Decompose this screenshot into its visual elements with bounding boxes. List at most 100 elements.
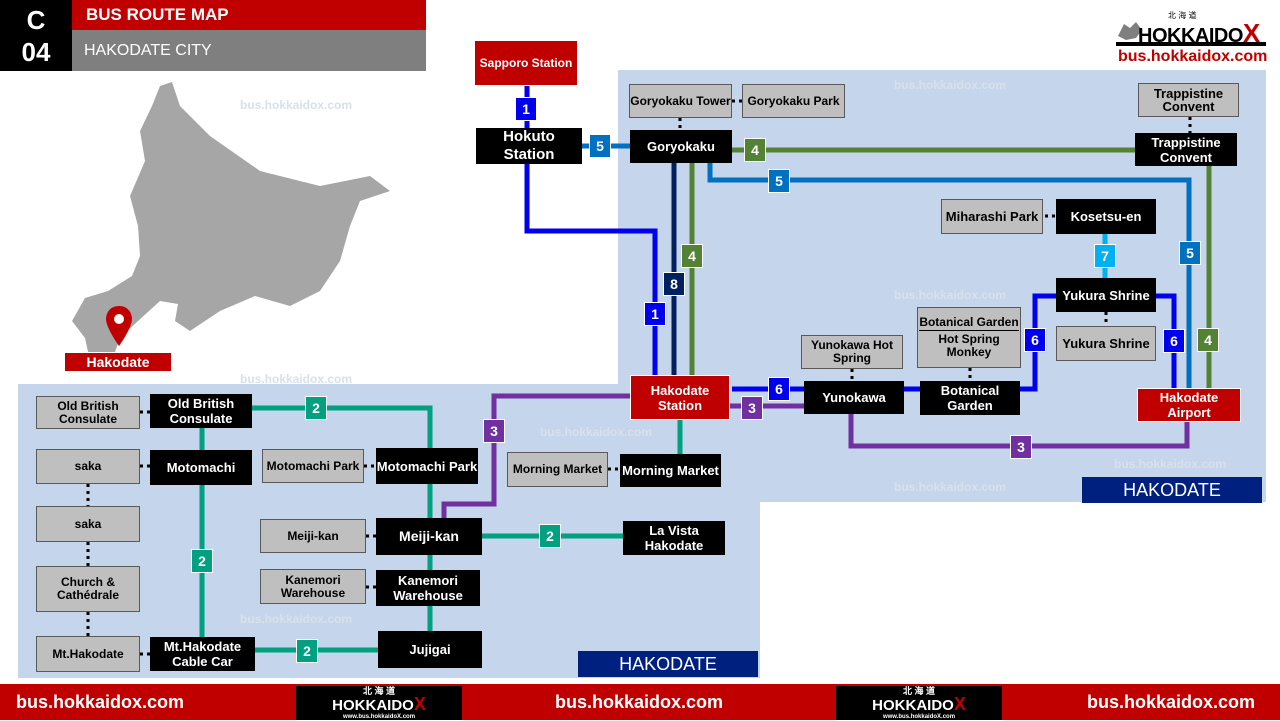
poi-saka[interactable]: saka: [36, 506, 140, 542]
footer-url-right[interactable]: bus.hokkaidox.com: [1087, 692, 1256, 712]
inset-marker-label: Hakodate: [64, 352, 172, 372]
brand-logo[interactable]: 北 海 道 HOKKAIDOX: [1116, 10, 1268, 48]
route-badge-4[interactable]: 4: [1197, 328, 1219, 352]
poi-saka[interactable]: saka: [36, 449, 140, 484]
route-badge-3[interactable]: 3: [1010, 435, 1032, 459]
route-2-line: [252, 405, 433, 448]
stop-meiji-kan[interactable]: Meiji-kan: [376, 518, 482, 555]
poi-kanemori-warehouse[interactable]: Kanemori Warehouse: [260, 569, 366, 604]
footer-logo-url: www.bus.hokkaidoX.com: [882, 714, 956, 720]
poi-mt-hakodate[interactable]: Mt.Hakodate: [36, 636, 140, 672]
watermark: bus.hokkaidox.com: [894, 480, 1007, 494]
watermark: bus.hokkaidox.com: [540, 425, 653, 439]
poi-goryokaku-tower[interactable]: Goryokaku Tower: [629, 84, 732, 118]
route-badge-6[interactable]: 6: [1024, 328, 1046, 352]
footer-logo-left[interactable]: 北 海 道 HOKKAIDOX www.bus.hokkaidoX.com: [296, 686, 462, 720]
poi-botanical-garden-label: Botanical Garden: [919, 315, 1019, 331]
brand-logo-x: X: [1242, 18, 1260, 48]
stop-jujigai[interactable]: Jujigai: [378, 631, 482, 668]
stop-kanemori-warehouse[interactable]: Kanemori Warehouse: [376, 570, 480, 606]
footer-logo-x: X: [413, 694, 426, 714]
poi-botanical-garden-monkey[interactable]: Botanical Garden Hot Spring Monkey: [917, 307, 1021, 368]
map-code-badge: C 04: [0, 0, 72, 71]
route-badge-5[interactable]: 5: [768, 169, 790, 193]
footer-logo-text: HOKKAIDO: [332, 697, 414, 714]
stop-motomachi-park[interactable]: Motomachi Park: [376, 448, 478, 484]
poi-church-cathedrale[interactable]: Church & Cathédrale: [36, 566, 140, 612]
footer-logo-url: www.bus.hokkaidoX.com: [342, 714, 416, 720]
watermark: bus.hokkaidox.com: [240, 98, 353, 112]
map-code-number: 04: [21, 36, 51, 67]
route-badge-7[interactable]: 7: [1094, 244, 1116, 268]
route-badge-1[interactable]: 1: [644, 302, 666, 326]
route-badge-6[interactable]: 6: [768, 377, 790, 401]
stop-kosetsu-en[interactable]: Kosetsu-en: [1056, 199, 1156, 234]
watermark: bus.hokkaidox.com: [894, 78, 1007, 92]
footer-url-left[interactable]: bus.hokkaidox.com: [16, 692, 185, 712]
watermark: bus.hokkaidox.com: [894, 288, 1007, 302]
stop-mt-hakodate-cable-car[interactable]: Mt.Hakodate Cable Car: [150, 637, 255, 671]
route-badge-5[interactable]: 5: [1179, 241, 1201, 265]
poi-hot-spring-monkey-label: Hot Spring Monkey: [938, 332, 1000, 359]
route-badge-8[interactable]: 8: [663, 272, 685, 296]
route-badge-2[interactable]: 2: [191, 549, 213, 573]
map-code-letter: C: [26, 4, 46, 35]
region-label-east: HAKODATE: [1082, 477, 1262, 503]
footer-bar: [0, 684, 1280, 720]
stop-hakodate-station[interactable]: Hakodate Station: [630, 375, 730, 420]
brand-logo-text: HOKKAIDO: [1138, 25, 1243, 47]
route-badge-2[interactable]: 2: [296, 639, 318, 663]
stop-morning-market[interactable]: Morning Market: [620, 454, 721, 487]
route-3-line: [441, 393, 630, 520]
page-subtitle: HAKODATE CITY: [72, 30, 426, 71]
footer-logo-kanji: 北 海 道: [362, 686, 395, 696]
region-label-west: HAKODATE: [578, 651, 758, 677]
location-pin-icon: [106, 306, 132, 346]
footer-logo-x: X: [953, 694, 966, 714]
poi-miharashi-park[interactable]: Miharashi Park: [941, 199, 1043, 234]
route-badge-6[interactable]: 6: [1163, 329, 1185, 353]
route-badge-2[interactable]: 2: [539, 524, 561, 548]
brand-kanji: 北 海 道: [1168, 11, 1197, 20]
stop-sapporo-station[interactable]: Sapporo Station: [474, 40, 578, 86]
watermark: bus.hokkaidox.com: [1114, 457, 1227, 471]
stop-old-british-consulate[interactable]: Old British Consulate: [150, 394, 252, 428]
poi-yukura-shrine[interactable]: Yukura Shrine: [1056, 326, 1156, 361]
page-title: BUS ROUTE MAP: [72, 0, 426, 30]
poi-yunokawa-hot-spring[interactable]: Yunokawa Hot Spring: [801, 335, 903, 369]
poi-motomachi-park[interactable]: Motomachi Park: [262, 449, 364, 483]
stop-trappistine-convent[interactable]: Trappistine Convent: [1135, 133, 1237, 166]
route-badge-4[interactable]: 4: [681, 244, 703, 268]
route-1-line: [524, 164, 658, 375]
poi-morning-market[interactable]: Morning Market: [507, 452, 608, 487]
route-badge-2[interactable]: 2: [305, 396, 327, 420]
poi-trappistine-convent[interactable]: Trappistine Convent: [1138, 83, 1239, 117]
route-badge-3[interactable]: 3: [483, 419, 505, 443]
stop-hakodate-airport[interactable]: Hakodate Airport: [1137, 388, 1241, 422]
stop-motomachi[interactable]: Motomachi: [150, 450, 252, 485]
footer-logo-text: HOKKAIDO: [872, 697, 954, 714]
stop-botanical-garden[interactable]: Botanical Garden: [920, 381, 1020, 415]
route-badge-1[interactable]: 1: [515, 97, 537, 121]
brand-url-top[interactable]: bus.hokkaidox.com: [1118, 48, 1268, 65]
watermark: bus.hokkaidox.com: [240, 612, 353, 626]
poi-meiji-kan[interactable]: Meiji-kan: [260, 519, 366, 553]
route-badge-3[interactable]: 3: [741, 396, 763, 420]
stop-yunokawa[interactable]: Yunokawa: [804, 381, 904, 414]
poi-old-british-consulate[interactable]: Old British Consulate: [36, 396, 140, 429]
hokkaido-silhouette-icon: [1116, 22, 1266, 46]
stop-hokuto-station[interactable]: Hokuto Station: [476, 128, 582, 164]
footer-url-center[interactable]: bus.hokkaidox.com: [555, 692, 724, 712]
footer-logo-right[interactable]: 北 海 道 HOKKAIDOX www.bus.hokkaidoX.com: [836, 686, 1002, 720]
route-6-line: [1156, 293, 1177, 392]
poi-goryokaku-park[interactable]: Goryokaku Park: [742, 84, 845, 118]
stop-la-vista-hakodate[interactable]: La Vista Hakodate: [623, 521, 725, 555]
route-badge-5[interactable]: 5: [589, 134, 611, 158]
route-5-line: [707, 163, 1192, 392]
watermark: bus.hokkaidox.com: [240, 372, 353, 386]
hokkaido-inset-map: [72, 82, 390, 366]
stop-goryokaku[interactable]: Goryokaku: [630, 130, 732, 163]
route-badge-4[interactable]: 4: [744, 138, 766, 162]
stop-yukura-shrine[interactable]: Yukura Shrine: [1056, 278, 1156, 312]
